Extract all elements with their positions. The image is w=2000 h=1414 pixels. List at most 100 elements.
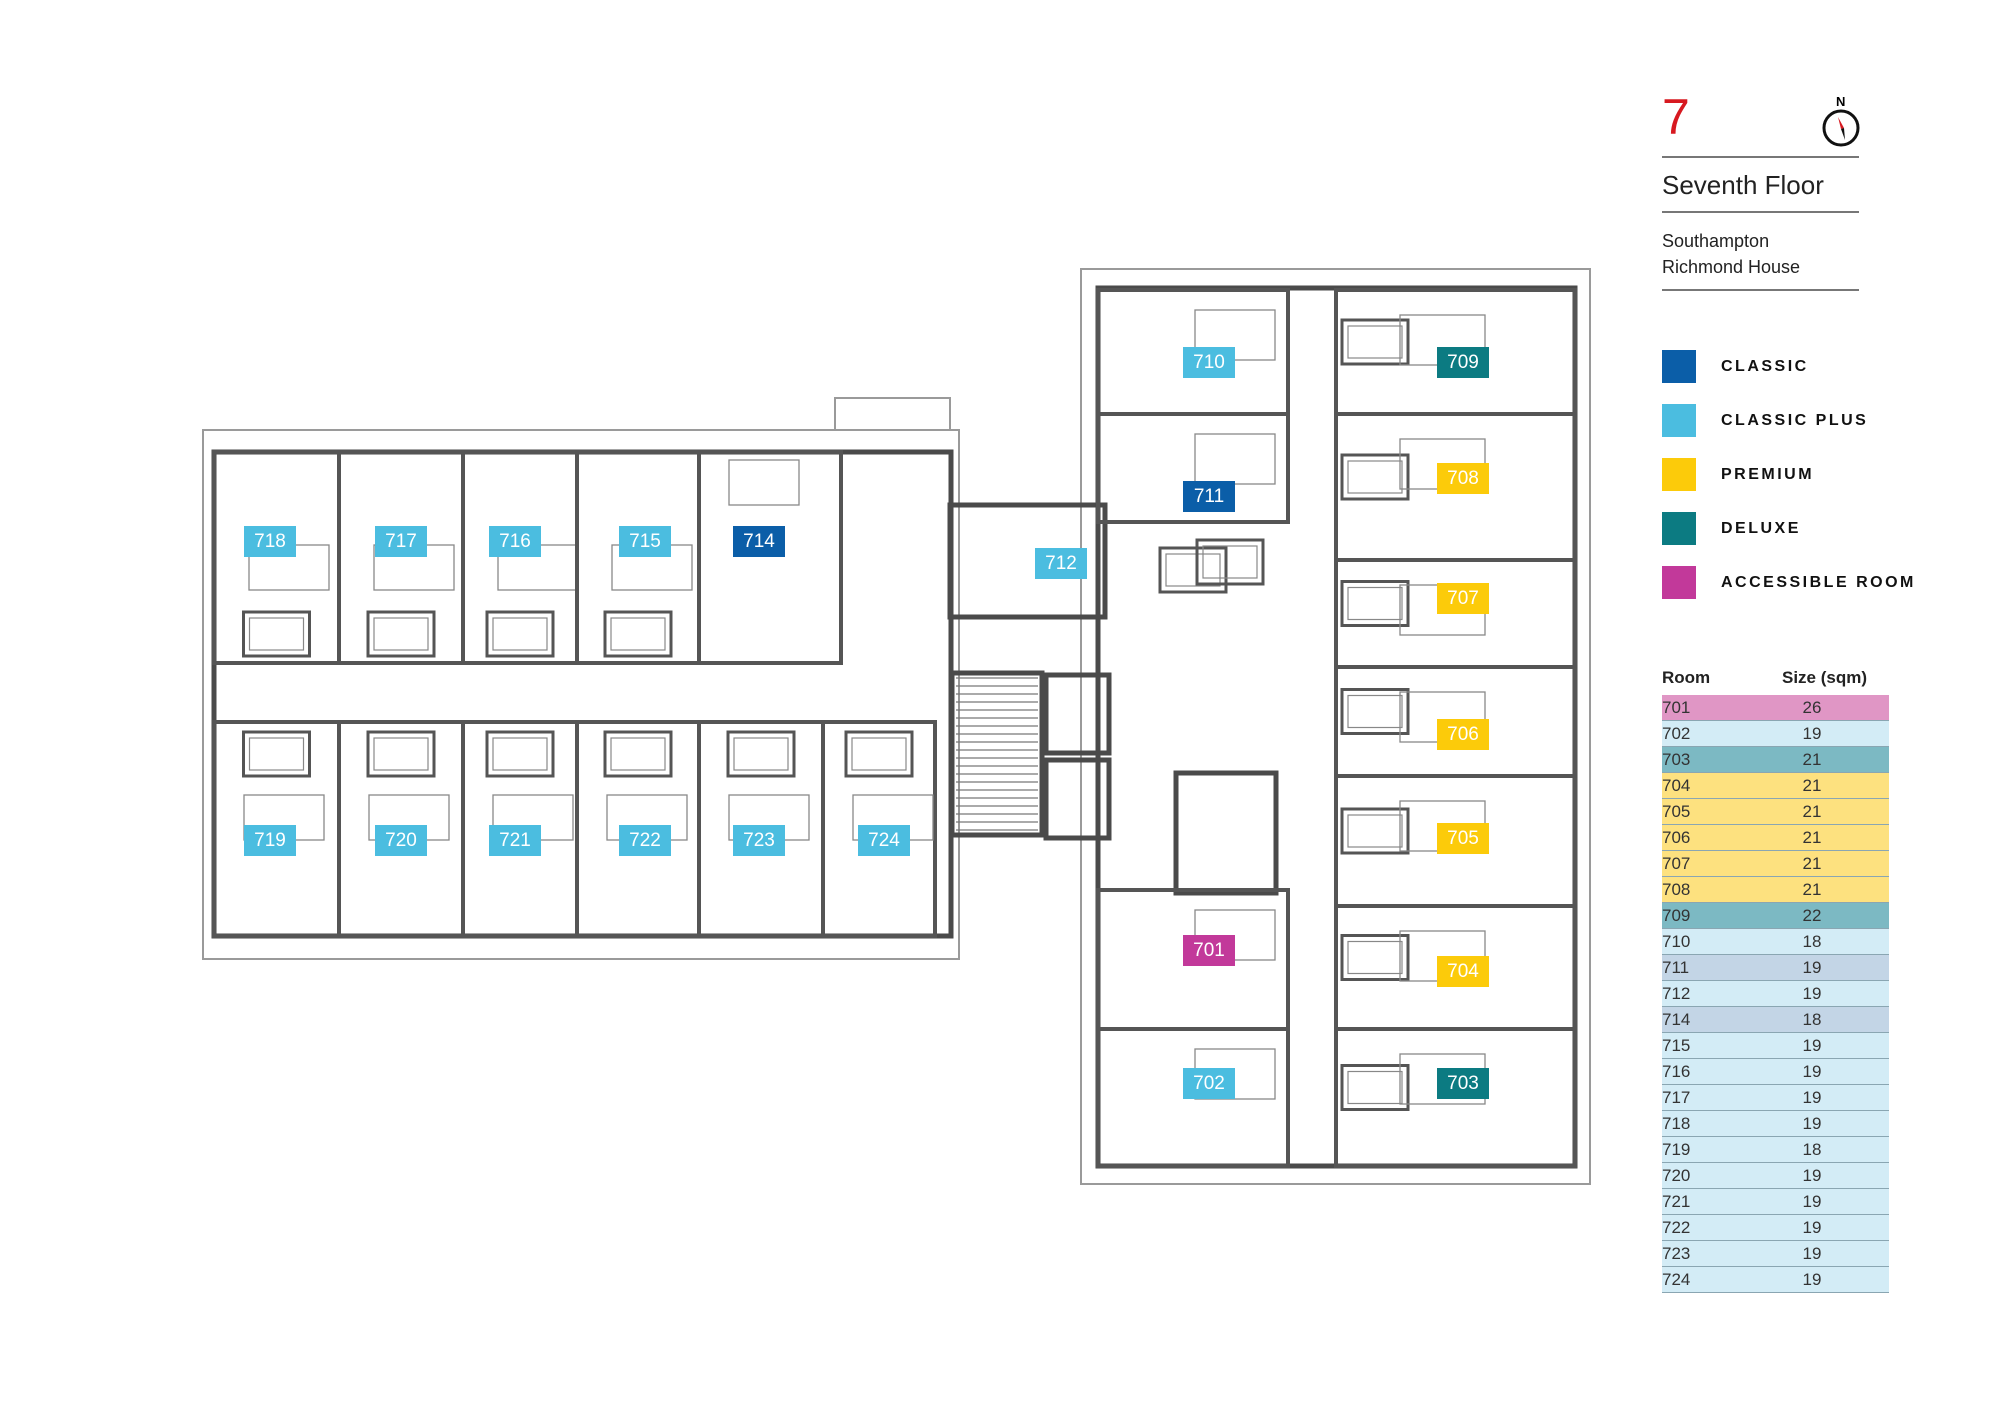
building-name: Southampton Richmond House (1662, 228, 1800, 280)
room-size: 19 (1802, 1244, 1822, 1263)
bathroom-fixtures (1347, 586, 1403, 621)
room-number: 708 (1662, 880, 1691, 899)
room-label-704: 704 (1437, 956, 1489, 987)
room-number: 709 (1662, 906, 1691, 925)
legend-swatch-deluxe (1662, 512, 1696, 545)
table-row: 710 18 (1662, 929, 1889, 955)
room-number: 703 (1662, 750, 1691, 769)
table-row: 715 19 (1662, 1033, 1889, 1059)
room-number: 717 (1662, 1088, 1691, 1107)
bathroom-fixtures (733, 737, 789, 771)
table-row: 708 21 (1662, 877, 1889, 903)
room-size: 18 (1802, 1010, 1822, 1029)
room-number: 719 (1662, 1140, 1691, 1159)
room-cell (461, 450, 579, 665)
room-size: 19 (1802, 1088, 1822, 1107)
divider (1662, 156, 1859, 158)
table-row: 717 19 (1662, 1085, 1889, 1111)
bed (1194, 433, 1276, 485)
room-label-707: 707 (1437, 583, 1489, 614)
room-size: 18 (1802, 1140, 1822, 1159)
lift-1 (1043, 672, 1112, 756)
bathroom (366, 730, 436, 778)
bathroom-fixtures (1347, 325, 1403, 359)
bathroom-fixtures (373, 737, 429, 771)
room-number: 710 (1662, 932, 1691, 951)
room-size: 19 (1802, 724, 1822, 743)
room-label-701: 701 (1183, 935, 1235, 966)
bathroom (1340, 688, 1410, 735)
room-number: 712 (1662, 984, 1691, 1003)
lift-2 (1043, 757, 1112, 841)
bathroom-fixtures (373, 617, 429, 651)
bathroom (485, 610, 555, 658)
divider (1662, 289, 1859, 291)
room-number: 724 (1662, 1270, 1691, 1289)
svg-text:N: N (1836, 94, 1845, 109)
floor-title: Seventh Floor (1662, 170, 1824, 200)
room-cell (575, 450, 701, 665)
room-712 (947, 502, 1108, 620)
bathroom (242, 610, 311, 658)
room-cell (821, 720, 937, 938)
table-header: Room Size (sqm) (1662, 668, 1889, 695)
bathroom (1195, 538, 1265, 586)
legend-swatch-classic_plus (1662, 404, 1696, 437)
room-size: 18 (1802, 932, 1822, 951)
room-label-723: 723 (733, 825, 785, 856)
legend-swatch-classic (1662, 350, 1696, 383)
room-label-719: 719 (244, 825, 296, 856)
bathroom-fixtures (492, 617, 548, 651)
room-label-712: 712 (1035, 548, 1087, 579)
room-number: 704 (1662, 776, 1691, 795)
header-room: Room (1662, 668, 1711, 687)
divider (1662, 211, 1859, 213)
table-row: 701 26 (1662, 695, 1889, 721)
bathroom-fixtures (1202, 545, 1258, 579)
room-label-703: 703 (1437, 1068, 1489, 1099)
bathroom-fixtures (248, 617, 305, 651)
table-row: 721 19 (1662, 1189, 1889, 1215)
room-number: 701 (1662, 698, 1691, 717)
room-number: 720 (1662, 1166, 1691, 1185)
room-size: 21 (1802, 880, 1822, 899)
bathroom (1340, 807, 1410, 855)
room-label-715: 715 (619, 526, 671, 557)
wc-block (1173, 770, 1279, 896)
bathroom (485, 730, 555, 778)
legend-swatch-premium (1662, 458, 1696, 491)
bathroom (242, 730, 311, 778)
bathroom-fixtures (851, 737, 907, 771)
room-size: 26 (1802, 698, 1822, 717)
bed (1194, 309, 1276, 361)
balcony-outline (834, 397, 951, 431)
table-row: 720 19 (1662, 1163, 1889, 1189)
room-number: 721 (1662, 1192, 1691, 1211)
bathroom (1340, 453, 1410, 501)
room-label-720: 720 (375, 825, 427, 856)
header-size: Size (sqm) (1782, 668, 1868, 687)
room-size: 19 (1802, 1192, 1822, 1211)
bathroom-fixtures (1347, 814, 1403, 848)
room-number: 715 (1662, 1036, 1691, 1055)
room-label-714: 714 (733, 526, 785, 557)
building-house: Richmond House (1662, 257, 1801, 277)
room-label-710: 710 (1183, 347, 1235, 378)
room-size: 21 (1802, 854, 1822, 873)
room-size: 19 (1802, 1166, 1822, 1185)
room-size: 19 (1802, 958, 1822, 977)
room-label-705: 705 (1437, 823, 1489, 854)
room-number: 722 (1662, 1218, 1691, 1237)
room-size: 19 (1802, 1036, 1822, 1055)
room-label-709: 709 (1437, 347, 1489, 378)
bathroom (603, 610, 673, 658)
room-label-721: 721 (489, 825, 541, 856)
